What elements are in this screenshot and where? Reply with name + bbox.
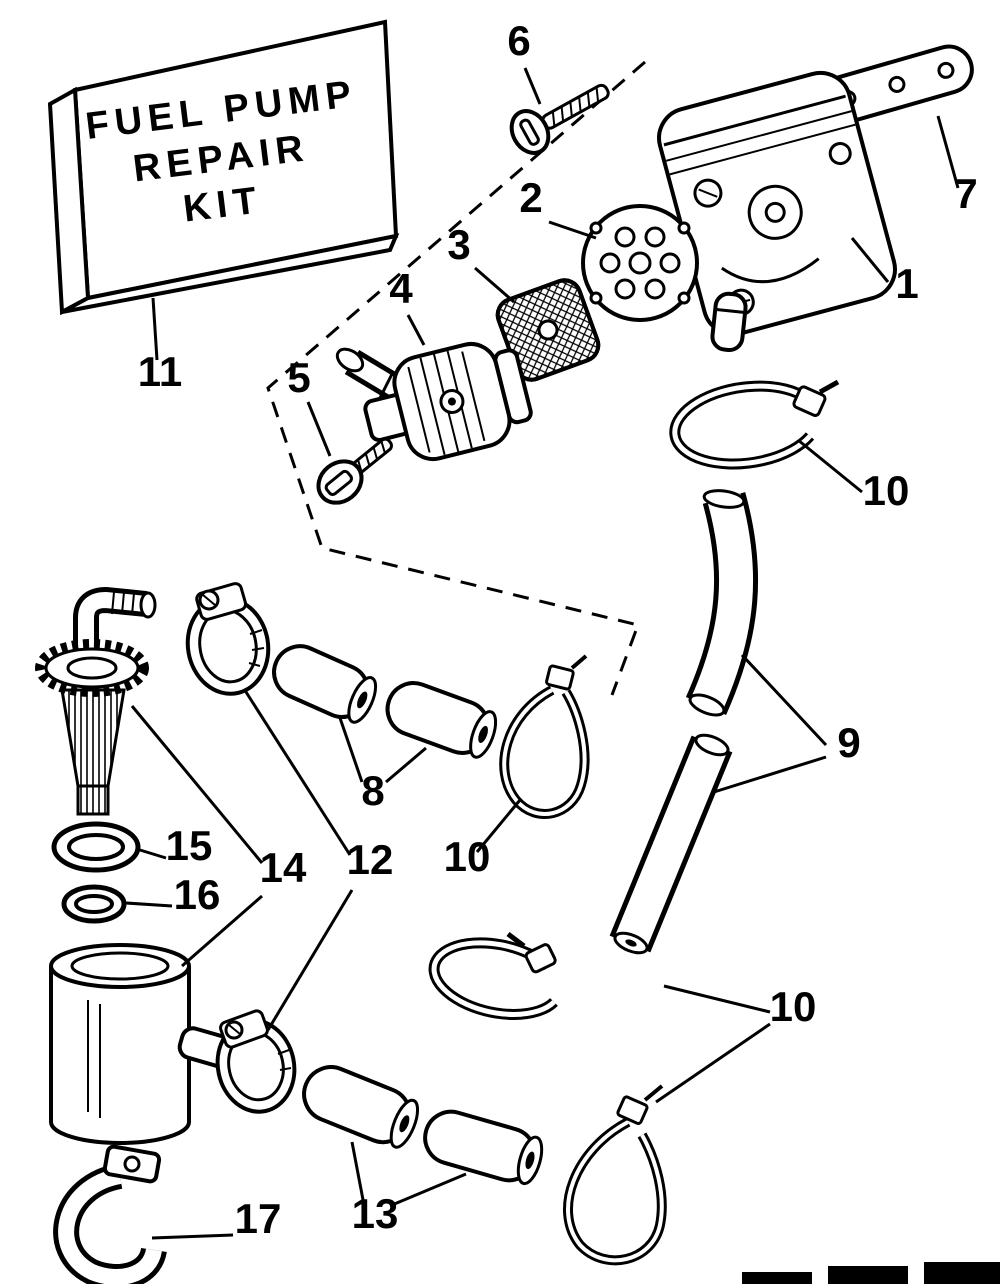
hose-clamp-middle	[428, 932, 558, 1020]
small-hose-b	[385, 681, 498, 759]
callout-12-worm-clamps: 12	[347, 836, 394, 883]
callout-14-filter-assembly: 14	[260, 844, 307, 891]
filter-funnel	[60, 688, 126, 816]
callout-10-clamp-top: 10	[863, 467, 910, 514]
callout-8-small-hoses: 8	[361, 767, 384, 814]
connector-screw	[316, 437, 393, 505]
leader-lines	[125, 67, 960, 1240]
callout-9-fuel-hoses: 9	[837, 719, 860, 766]
callout-11-repair-kit: 11	[138, 348, 182, 395]
callout-2-gasket: 2	[519, 174, 542, 221]
cropped-print-artifact	[742, 1262, 1000, 1284]
o-ring-small	[61, 884, 127, 924]
small-hose-a	[272, 644, 378, 724]
callout-6-mounting-bolt: 6	[507, 17, 530, 64]
fuel-pump-body	[657, 70, 897, 337]
lower-hose-a	[302, 1065, 420, 1149]
filter-head-elbow	[73, 586, 157, 660]
fuel-hose-lower	[609, 733, 733, 955]
fuel-connector-body	[363, 341, 533, 462]
worm-clamp-upper	[185, 582, 271, 696]
filter-head-collar	[35, 639, 149, 697]
callout-7-bracket: 7	[954, 170, 977, 217]
o-ring-large	[51, 821, 141, 873]
cable-tie-bottom	[563, 1084, 667, 1266]
pump-gasket	[581, 204, 699, 322]
callout-16-o-ring-small: 16	[174, 871, 221, 918]
callout-10-clamp-left: 10	[444, 833, 491, 880]
callout-13-lower-hoses: 13	[352, 1190, 399, 1237]
mounting-bolt	[509, 83, 610, 155]
mounting-strap	[53, 1144, 167, 1284]
fuel-pump-inlet-nipple	[710, 291, 748, 353]
callout-5-connector-screw: 5	[287, 354, 310, 401]
fuel-hose-upper	[685, 489, 759, 717]
callout-3-filter-screen: 3	[447, 221, 470, 268]
hose-clamp-top	[669, 379, 840, 470]
callout-15-o-ring-large: 15	[166, 822, 213, 869]
worm-clamp-lower	[215, 1009, 297, 1114]
filter-bowl	[49, 943, 241, 1145]
lower-hose-b	[423, 1109, 544, 1186]
callout-4-fuel-connector: 4	[389, 265, 413, 312]
kit-box-text-line3: KIT	[181, 179, 265, 230]
dashed-boundary-line	[266, 60, 646, 696]
callout-10-clamp-mid: 10	[770, 983, 817, 1030]
callout-17-mounting-strap: 17	[235, 1195, 282, 1242]
callout-1-fuel-pump: 1	[895, 260, 918, 307]
filter-screen	[495, 278, 601, 382]
cable-tie-left	[499, 654, 590, 819]
repair-kit-box: FUEL PUMP REPAIR KIT	[47, 19, 400, 316]
